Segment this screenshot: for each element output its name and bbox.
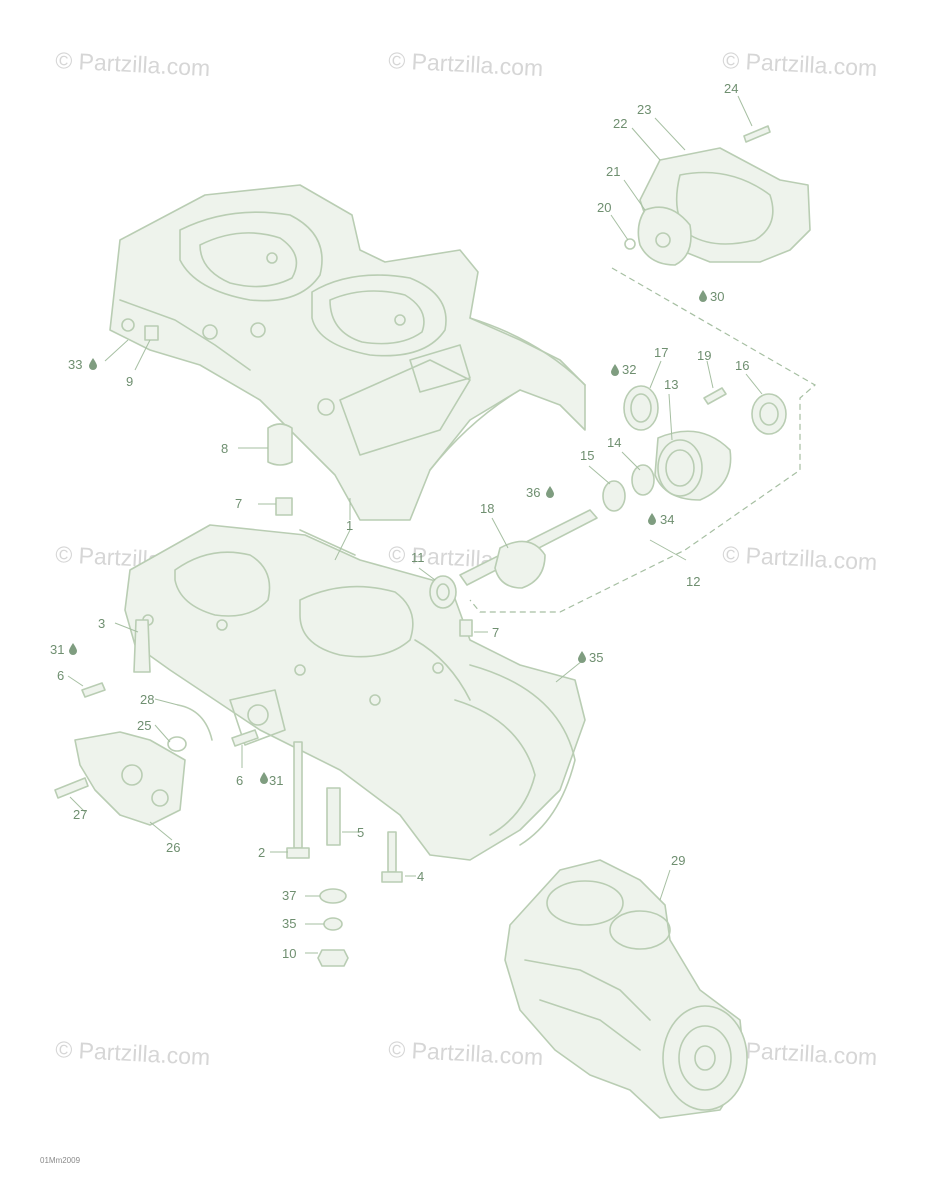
callout-10: 10: [282, 946, 296, 961]
callout-6-right: 6: [236, 773, 243, 788]
drop-icon: [611, 364, 619, 376]
callout-31-right: 31: [269, 773, 283, 788]
callout-15: 15: [580, 448, 594, 463]
engine-assembly: [504, 859, 748, 1119]
callout-21: 21: [606, 164, 620, 179]
callout-13: 13: [664, 377, 678, 392]
callout-3: 3: [98, 616, 105, 631]
callout-20: 20: [597, 200, 611, 215]
callout-23: 23: [637, 102, 651, 117]
callout-28: 28: [140, 692, 154, 707]
callout-31-left: 31: [50, 642, 64, 657]
callout-1: 1: [346, 518, 353, 533]
callout-9: 9: [126, 374, 133, 389]
callout-30: 30: [710, 289, 724, 304]
callout-5: 5: [357, 825, 364, 840]
callout-labels: 33 9 8 7 1 3 31 6 28 25 27 26 6 31 2 5 4…: [50, 81, 749, 961]
drop-icon: [578, 651, 586, 663]
drop-icon: [648, 513, 656, 525]
callout-27: 27: [73, 807, 87, 822]
callout-17: 17: [654, 345, 668, 360]
callout-11: 11: [411, 550, 425, 565]
watermark-bottom-left: © Partzilla.com: [55, 1036, 211, 1070]
diagram-reference-code: 01Mm2009: [40, 1156, 81, 1165]
callout-35-upper: 35: [589, 650, 603, 665]
callout-29: 29: [671, 853, 685, 868]
upper-crankcase: [109, 184, 586, 521]
assembly-dashed-line: [469, 267, 817, 613]
drop-icon: [699, 290, 707, 302]
shaft-assembly: [429, 385, 787, 609]
watermark-top-center: © Partzilla.com: [388, 47, 544, 81]
callout-26: 26: [166, 840, 180, 855]
callout-19: 19: [697, 348, 711, 363]
callout-4: 4: [417, 869, 424, 884]
leader-lines: [67, 95, 763, 954]
callout-22: 22: [613, 116, 627, 131]
callout-18: 18: [480, 501, 494, 516]
callout-33: 33: [68, 357, 82, 372]
callout-12: 12: [686, 574, 700, 589]
lower-crankcase: [124, 524, 586, 861]
callout-25: 25: [137, 718, 151, 733]
callout-2: 2: [258, 845, 265, 860]
drop-icon: [260, 772, 268, 784]
watermark-mid-right: © Partzilla.com: [722, 541, 878, 575]
callout-7-lower: 7: [492, 625, 499, 640]
callout-14: 14: [607, 435, 621, 450]
callout-6-left: 6: [57, 668, 64, 683]
callout-37: 37: [282, 888, 296, 903]
oil-pump-assembly: [54, 325, 473, 826]
drop-icon: [546, 486, 554, 498]
callout-35-lower: 35: [282, 916, 296, 931]
lubricant-markers: [69, 290, 707, 784]
callout-24: 24: [724, 81, 738, 96]
drop-icon: [69, 643, 77, 655]
callout-16: 16: [735, 358, 749, 373]
watermark-top-left: © Partzilla.com: [55, 47, 211, 81]
callout-8: 8: [221, 441, 228, 456]
watermark-bottom-center: © Partzilla.com: [388, 1036, 544, 1070]
watermark-top-right: © Partzilla.com: [722, 47, 878, 81]
callout-32: 32: [622, 362, 636, 377]
callout-34: 34: [660, 512, 674, 527]
callout-36: 36: [526, 485, 540, 500]
fasteners: [286, 741, 403, 967]
callout-7-upper: 7: [235, 496, 242, 511]
water-pump-housing: [624, 125, 811, 266]
drop-icon: [89, 358, 97, 370]
